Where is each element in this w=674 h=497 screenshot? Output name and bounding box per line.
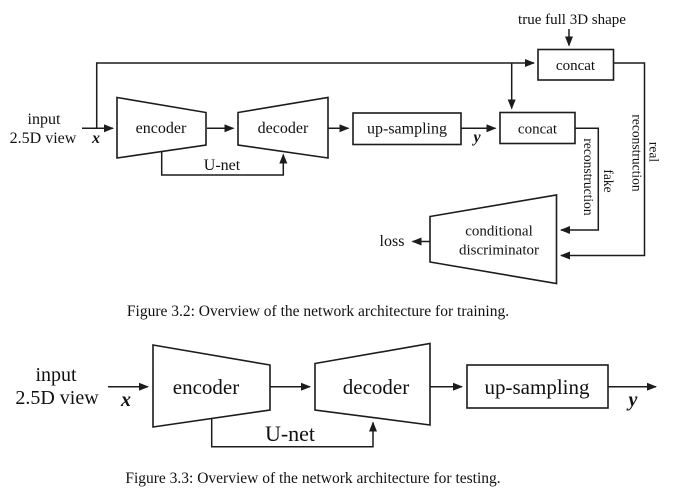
input-label-line1: input	[28, 111, 61, 128]
upsampling-label-testing: up-sampling	[485, 375, 590, 399]
fake-label-word: fake	[601, 169, 616, 192]
unet-label: U-net	[204, 157, 241, 174]
concat-mid-box	[499, 111, 576, 145]
fake-reconstruction-line	[560, 127, 600, 234]
encoder-label-testing: encoder	[173, 375, 239, 399]
unet-skip-line-testing	[210, 417, 377, 448]
real-label-word: real	[647, 142, 662, 162]
x-variable-label: x	[91, 130, 100, 147]
decoder-label-testing: decoder	[343, 375, 409, 399]
concat-top-label: concat	[556, 58, 596, 74]
unet-skip-line	[160, 151, 288, 176]
input-skip-to-concat-top-line	[95, 59, 535, 129]
figure-training-diagram: input 2.5D view x encoder U-net decoder …	[10, 12, 662, 285]
loss-label: loss	[380, 233, 405, 250]
fake-reconstruction-label-word: reconstruction	[581, 138, 596, 215]
input-label-line1-testing: input	[35, 364, 77, 386]
figure-testing-diagram: input 2.5D view x encoder U-net decoder …	[15, 342, 657, 448]
real-reconstruction-label-word: reconstruction	[630, 114, 645, 191]
decoder-label: decoder	[258, 120, 309, 137]
y-variable-label: y	[471, 129, 481, 146]
discriminator-label-line1: conditional	[465, 224, 533, 240]
upsampling-label: up-sampling	[367, 121, 447, 138]
real-reconstruction-line	[560, 62, 646, 260]
upsampling-box	[352, 112, 462, 146]
figure-testing-caption: Figure 3.3: Overview of the network arch…	[125, 470, 500, 487]
concat-top-box	[537, 48, 615, 81]
encoder-trapezoid	[116, 96, 207, 159]
y-variable-label-testing: y	[627, 389, 638, 411]
input-label-line2: 2.5D view	[10, 130, 77, 147]
concat-mid-label: concat	[518, 122, 558, 138]
input-label-line2-testing: 2.5D view	[15, 387, 99, 409]
decoder-trapezoid	[237, 96, 329, 159]
unet-label-testing: U-net	[265, 421, 315, 446]
encoder-label: encoder	[136, 120, 187, 137]
true-shape-label: true full 3D shape	[518, 12, 626, 28]
encoder-trapezoid-testing	[152, 344, 271, 428]
decoder-trapezoid-testing	[314, 342, 431, 426]
figure-training-caption: Figure 3.2: Overview of the network arch…	[127, 303, 509, 320]
discriminator-trapezoid	[429, 194, 558, 285]
discriminator-label-line2: discriminator	[459, 243, 539, 259]
upsampling-box-testing	[466, 364, 609, 409]
x-variable-label-testing: x	[120, 389, 131, 411]
